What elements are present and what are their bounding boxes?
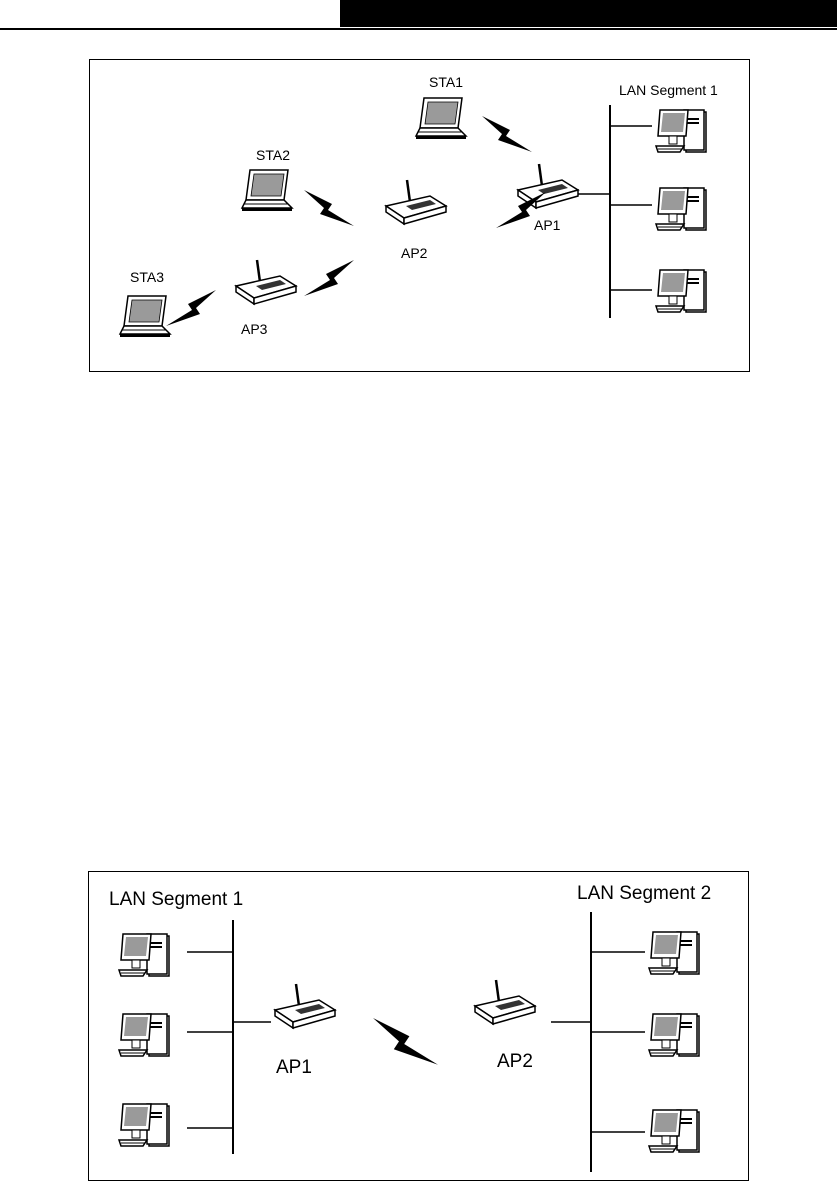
ap-label-ap1: AP1 xyxy=(276,1058,312,1077)
pc-icon xyxy=(656,270,706,312)
station-label-sta1: STA1 xyxy=(429,75,463,89)
figure-wds-bridge-topology: LAN Segment 1 LAN Segment 2 AP1 AP2 xyxy=(88,871,749,1181)
station-label-sta2: STA2 xyxy=(256,148,290,162)
pc-icon xyxy=(656,110,706,152)
page-header-rule xyxy=(0,28,837,30)
ap-label-ap2: AP2 xyxy=(497,1052,533,1071)
laptop-icon xyxy=(242,170,292,211)
figure-wds-repeater-topology: STA1 STA2 STA3 AP1 AP2 AP3 LAN Segment 1 xyxy=(89,59,750,372)
lan-backbone-right xyxy=(551,912,645,1172)
pc-icon xyxy=(656,188,706,230)
access-point-icon xyxy=(475,980,535,1024)
page-header-bar xyxy=(340,0,837,27)
station-label-sta3: STA3 xyxy=(130,270,164,284)
wireless-link-icon xyxy=(166,290,216,326)
lan-backbone-line xyxy=(578,105,652,318)
pc-icon xyxy=(119,934,169,976)
ap-label-ap1: AP1 xyxy=(534,218,560,232)
figure2-graphics xyxy=(89,872,750,1182)
lan-segment-2-label: LAN Segment 2 xyxy=(577,884,711,903)
lan-segment-label: LAN Segment 1 xyxy=(619,83,718,97)
pc-icon xyxy=(119,1014,169,1056)
pc-icon xyxy=(119,1104,169,1146)
laptop-icon xyxy=(416,98,466,139)
ap-label-ap2: AP2 xyxy=(401,246,427,260)
wireless-link-icon xyxy=(373,1018,438,1065)
access-point-icon xyxy=(236,260,296,304)
pc-icon xyxy=(649,1014,699,1056)
ap-label-ap3: AP3 xyxy=(241,322,267,336)
wireless-link-icon xyxy=(482,116,532,152)
lan-backbone-left xyxy=(187,920,271,1154)
pc-icon xyxy=(649,932,699,974)
wireless-link-icon xyxy=(304,260,354,296)
access-point-icon xyxy=(386,180,446,224)
wireless-link-icon xyxy=(304,190,354,226)
access-point-icon xyxy=(275,984,335,1028)
laptop-icon xyxy=(120,296,170,337)
access-point-icon xyxy=(518,164,578,208)
figure1-graphics xyxy=(90,60,751,373)
pc-icon xyxy=(649,1110,699,1152)
lan-segment-1-label: LAN Segment 1 xyxy=(109,890,243,909)
